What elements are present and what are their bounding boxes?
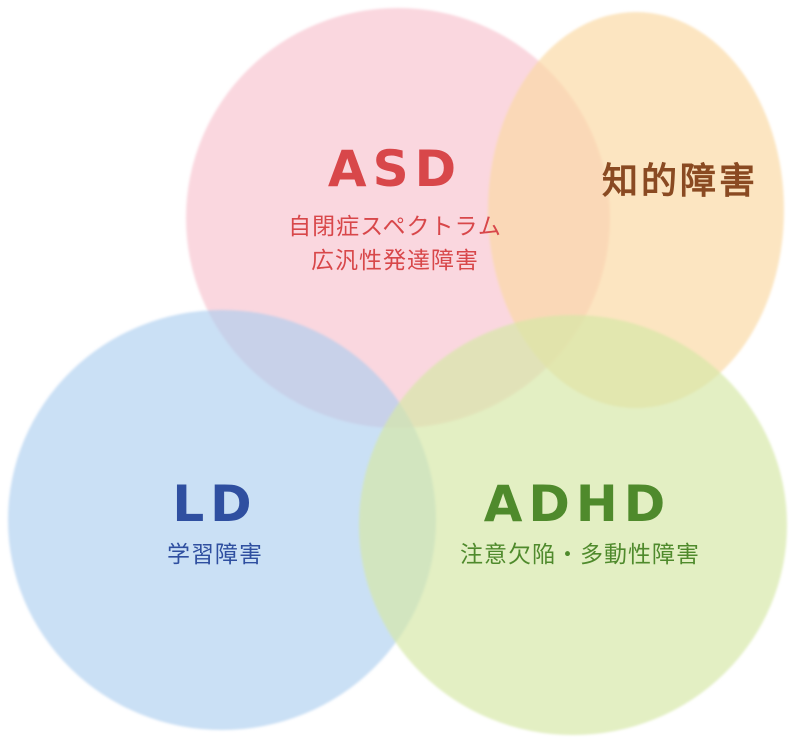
ld-circle [8,310,436,730]
asd-description: 自閉症スペクトラム 広汎性発達障害 [240,210,550,278]
adhd-description: 注意欠陥・多動性障害 [460,542,700,568]
asd-title: ASD [327,140,463,198]
intellectual-disability-circle [488,12,784,408]
intellectual-disability-title: 知的障害 [601,161,758,202]
adhd-circle [359,315,787,735]
adhd-title: ADHD [483,475,672,533]
ld-title: LD [172,475,258,533]
ld-description: 学習障害 [167,542,263,568]
asd-description-line1: 自閉症スペクトラム [288,214,502,240]
asd-description-line2: 広汎性発達障害 [311,248,479,274]
